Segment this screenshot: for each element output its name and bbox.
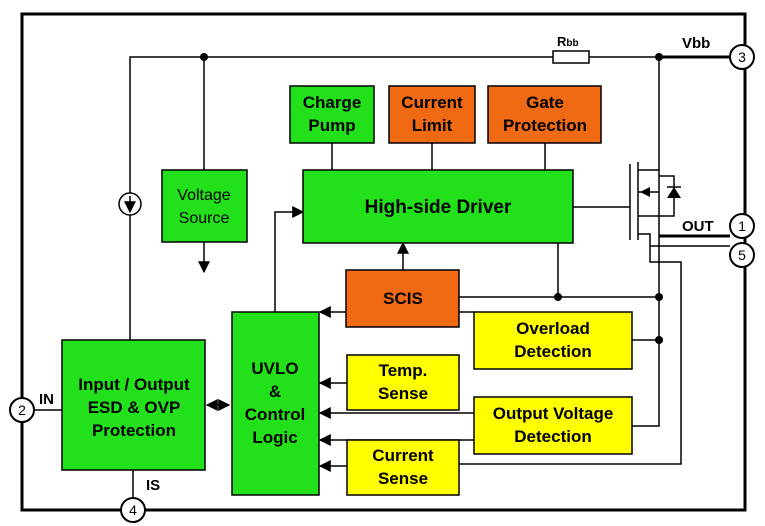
svg-text:Vbb: Vbb bbox=[682, 35, 710, 52]
junction-dot bbox=[655, 293, 663, 301]
block-label-line: SCIS bbox=[383, 289, 423, 308]
svg-text:High-side Driver: High-side Driver bbox=[365, 197, 512, 218]
block-label-line: Protection bbox=[92, 421, 176, 440]
supply-rail-wire bbox=[129, 56, 553, 340]
block-label-line: & bbox=[269, 382, 281, 401]
temp-sense-block: Temp. Sense bbox=[346, 354, 460, 411]
block-label-line: Current bbox=[372, 446, 434, 465]
block-label-line: Temp. bbox=[379, 361, 428, 380]
resistor-label: Rbb bbox=[557, 34, 579, 49]
block-label-line: Voltage bbox=[177, 187, 230, 204]
block-label-line: UVLO bbox=[251, 359, 298, 378]
junction-dot bbox=[655, 336, 663, 344]
pin-5: 5 bbox=[729, 242, 755, 268]
uvlo-to-driver-arrow bbox=[274, 206, 305, 312]
svg-text:IN: IN bbox=[39, 391, 54, 408]
block-label-line: Input / Output bbox=[78, 375, 190, 394]
svg-text:5: 5 bbox=[738, 247, 746, 263]
resistor-rbb bbox=[552, 50, 590, 64]
block-label-line: Control bbox=[245, 405, 305, 424]
svg-text:3: 3 bbox=[738, 49, 746, 65]
block-label-line: Output Voltage bbox=[493, 404, 614, 423]
block-label-line: Limit bbox=[412, 116, 453, 135]
svg-text:OUT: OUT bbox=[682, 218, 714, 235]
svg-text:4: 4 bbox=[129, 502, 137, 518]
pin-is: 4 IS bbox=[120, 477, 160, 523]
svg-text:1: 1 bbox=[738, 218, 746, 234]
block-label-line: Pump bbox=[308, 116, 355, 135]
svg-text:IS: IS bbox=[146, 477, 160, 494]
pin-vbb: 3 Vbb bbox=[682, 35, 755, 70]
svg-text:Temp.Sense: Temp. Sense bbox=[378, 361, 428, 403]
high-side-driver-block: High-side Driver bbox=[302, 169, 574, 244]
mosfet-icon bbox=[459, 57, 682, 465]
block-label-line: High-side Driver bbox=[365, 197, 512, 218]
block-label-line: Source bbox=[179, 210, 230, 227]
block-label-line: Sense bbox=[378, 469, 428, 488]
junction-dot bbox=[655, 53, 663, 61]
block-label-line: Charge bbox=[303, 93, 362, 112]
junction-dot bbox=[200, 53, 208, 61]
pin-in: 2 IN bbox=[9, 391, 54, 423]
block-label-line: Detection bbox=[514, 342, 591, 361]
svg-text:2: 2 bbox=[18, 402, 26, 418]
block-label-line: Current bbox=[401, 93, 463, 112]
block-label-line: Detection bbox=[514, 427, 591, 446]
svg-text:SCIS: SCIS bbox=[383, 289, 423, 308]
block-label-line: Gate bbox=[526, 93, 564, 112]
block-label-line: Protection bbox=[503, 116, 587, 135]
scis-block: SCIS bbox=[345, 269, 460, 328]
junction-dot bbox=[554, 293, 562, 301]
pin-out: 1 OUT bbox=[682, 213, 755, 239]
block-label-line: Logic bbox=[252, 428, 297, 447]
block-label-line: Sense bbox=[378, 384, 428, 403]
out-sense-wire bbox=[632, 236, 660, 427]
block-label-line: Overload bbox=[516, 319, 590, 338]
block-label-line: ESD & OVP bbox=[88, 398, 181, 417]
